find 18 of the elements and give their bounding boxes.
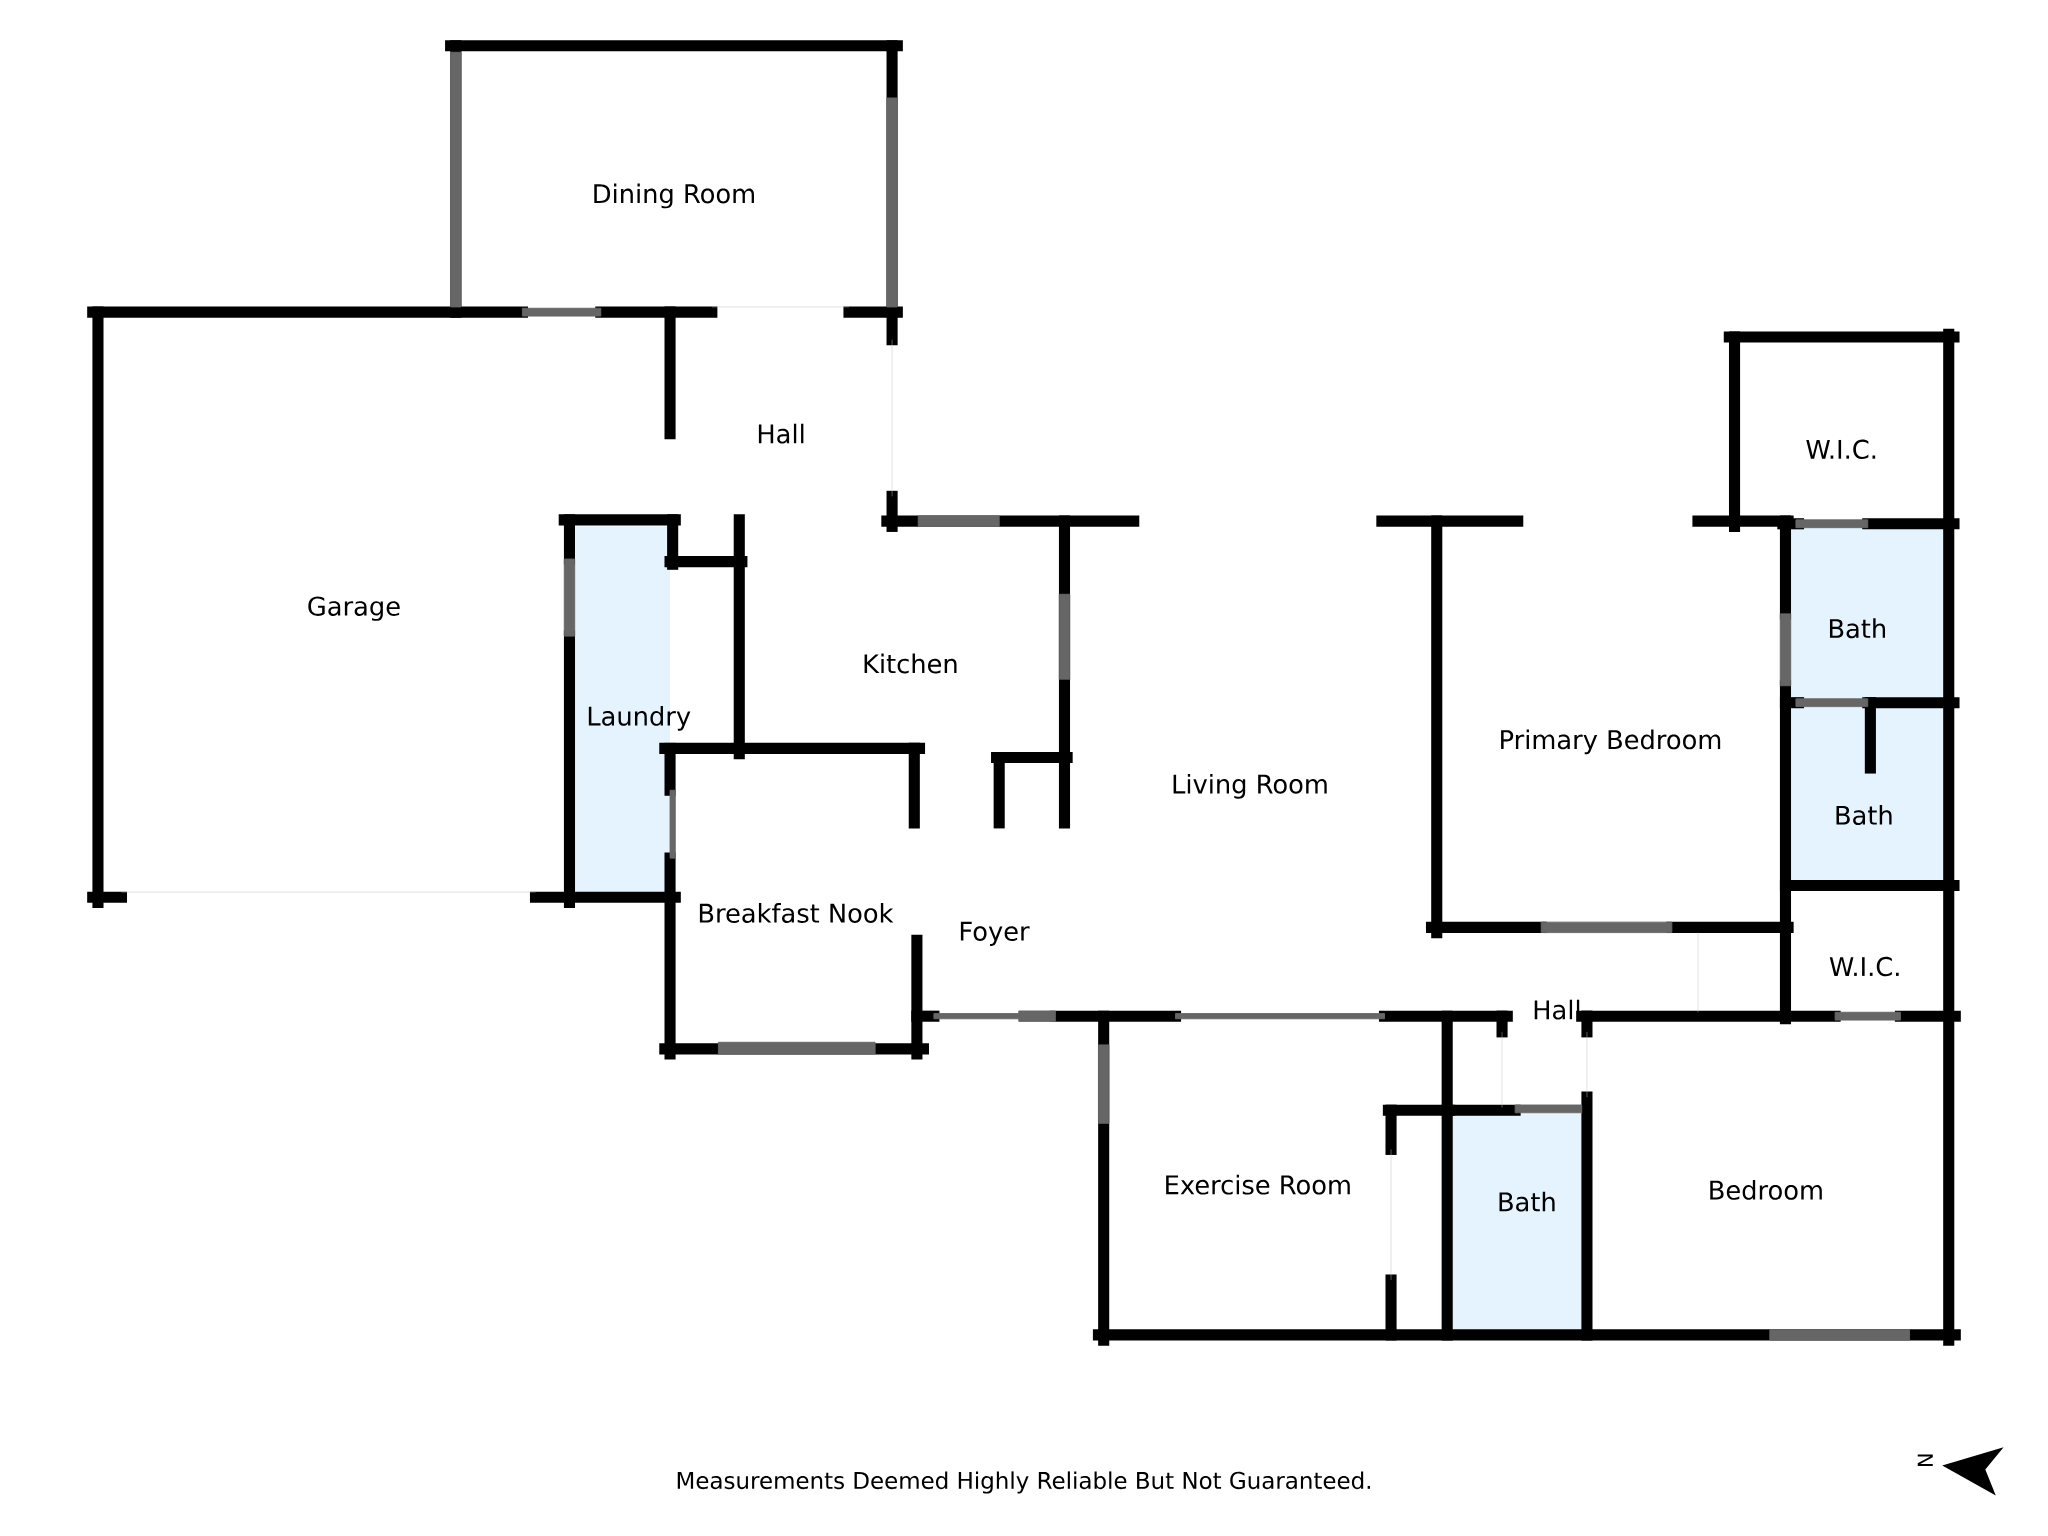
room-label: Exercise Room: [1166, 1174, 1350, 1195]
room-label: Breakfast Nook: [699, 903, 894, 923]
room-label: Primary Bedroom: [1501, 729, 1721, 755]
room-label: Bath: [1499, 1191, 1555, 1212]
caption: Measurements Deemed Highly Reliable But Not Guaranteed.: [677, 1471, 1371, 1494]
room-label: Kitchen: [864, 653, 957, 674]
room-label: Laundry: [588, 705, 691, 731]
room-label: Bedroom: [1710, 1179, 1822, 1200]
room-label: W.I.C.: [1806, 439, 1876, 460]
room-label: Living Room: [1173, 773, 1327, 799]
room-label: Bath: [1829, 618, 1885, 639]
compass-label: N: [1917, 1454, 1933, 1466]
room-label: W.I.C.: [1829, 956, 1899, 977]
room-label: Garage: [308, 596, 400, 621]
room-label: Bath: [1836, 805, 1892, 825]
room-label: Dining Room: [594, 183, 754, 209]
room-label: Hall: [758, 423, 804, 444]
room-label: Foyer: [960, 921, 1030, 946]
